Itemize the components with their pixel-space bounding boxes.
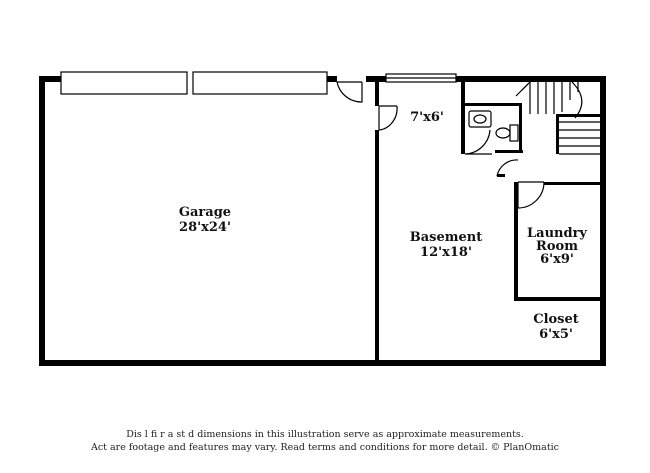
wall-bottom [39,360,606,366]
nook-dims: 7'x6' [410,110,444,125]
bath-wall-right [519,103,522,153]
laundry-label-line1: Laundry [527,226,587,241]
laundry-wall-left [514,182,518,300]
bathroom [461,82,523,155]
wall-garage-basement [375,82,379,106]
staircase [515,81,600,155]
garage-door-left [60,71,188,95]
basement-label: Basement [410,230,482,245]
toilet-tank [509,124,519,142]
garage-doors [60,71,328,95]
wall-top-right-b [456,76,606,82]
garage-dims: 28'x24' [179,220,231,235]
laundry-wall-bottom [514,297,602,301]
wall-top-right-a [366,76,386,82]
stair-line [515,83,529,97]
wall-top-left [39,76,61,82]
disclaimer-line-2: Act are footage and features may vary. R… [90,442,560,453]
disclaimer-line-1: Dis l fi r a st d dimensions in this ill… [126,429,524,440]
laundry-wall-top-b [544,182,600,185]
basement-window [385,73,457,83]
sink [468,110,492,128]
laundry-door-swing [517,181,545,209]
basement-dims: 12'x18' [420,245,472,260]
closet-label: Closet [533,312,579,327]
wall-left [39,76,45,366]
laundry-walls [496,159,602,301]
stair-rail [571,81,583,119]
wall-right [600,76,606,366]
laundry-wall-top [497,174,505,177]
exterior-walls [39,76,606,366]
wall-garage-basement-lower [375,130,379,362]
laundry-label-line2: Room [536,239,578,254]
garage-door-right [192,71,328,95]
stair-wall-mid [556,114,559,154]
hall-door-swing [496,159,519,177]
stair-wall-top [556,114,600,117]
garage-label: Garage [179,205,231,220]
bath-wall-bottom [495,150,523,153]
laundry-dims: 6'x9' [540,252,574,267]
bath-wall-left [461,82,465,154]
disclaimer: Dis l fi r a st d dimensions in this ill… [0,428,650,454]
garage-side-door-swing [336,81,363,103]
bath-door-swing [464,129,492,155]
bath-wall-mid [461,103,521,106]
toilet-bowl [495,127,511,139]
interior-door-swing [378,105,398,131]
wall-top-mid [327,76,337,82]
closet-dims: 6'x5' [539,327,573,342]
sink-basin [473,114,487,124]
